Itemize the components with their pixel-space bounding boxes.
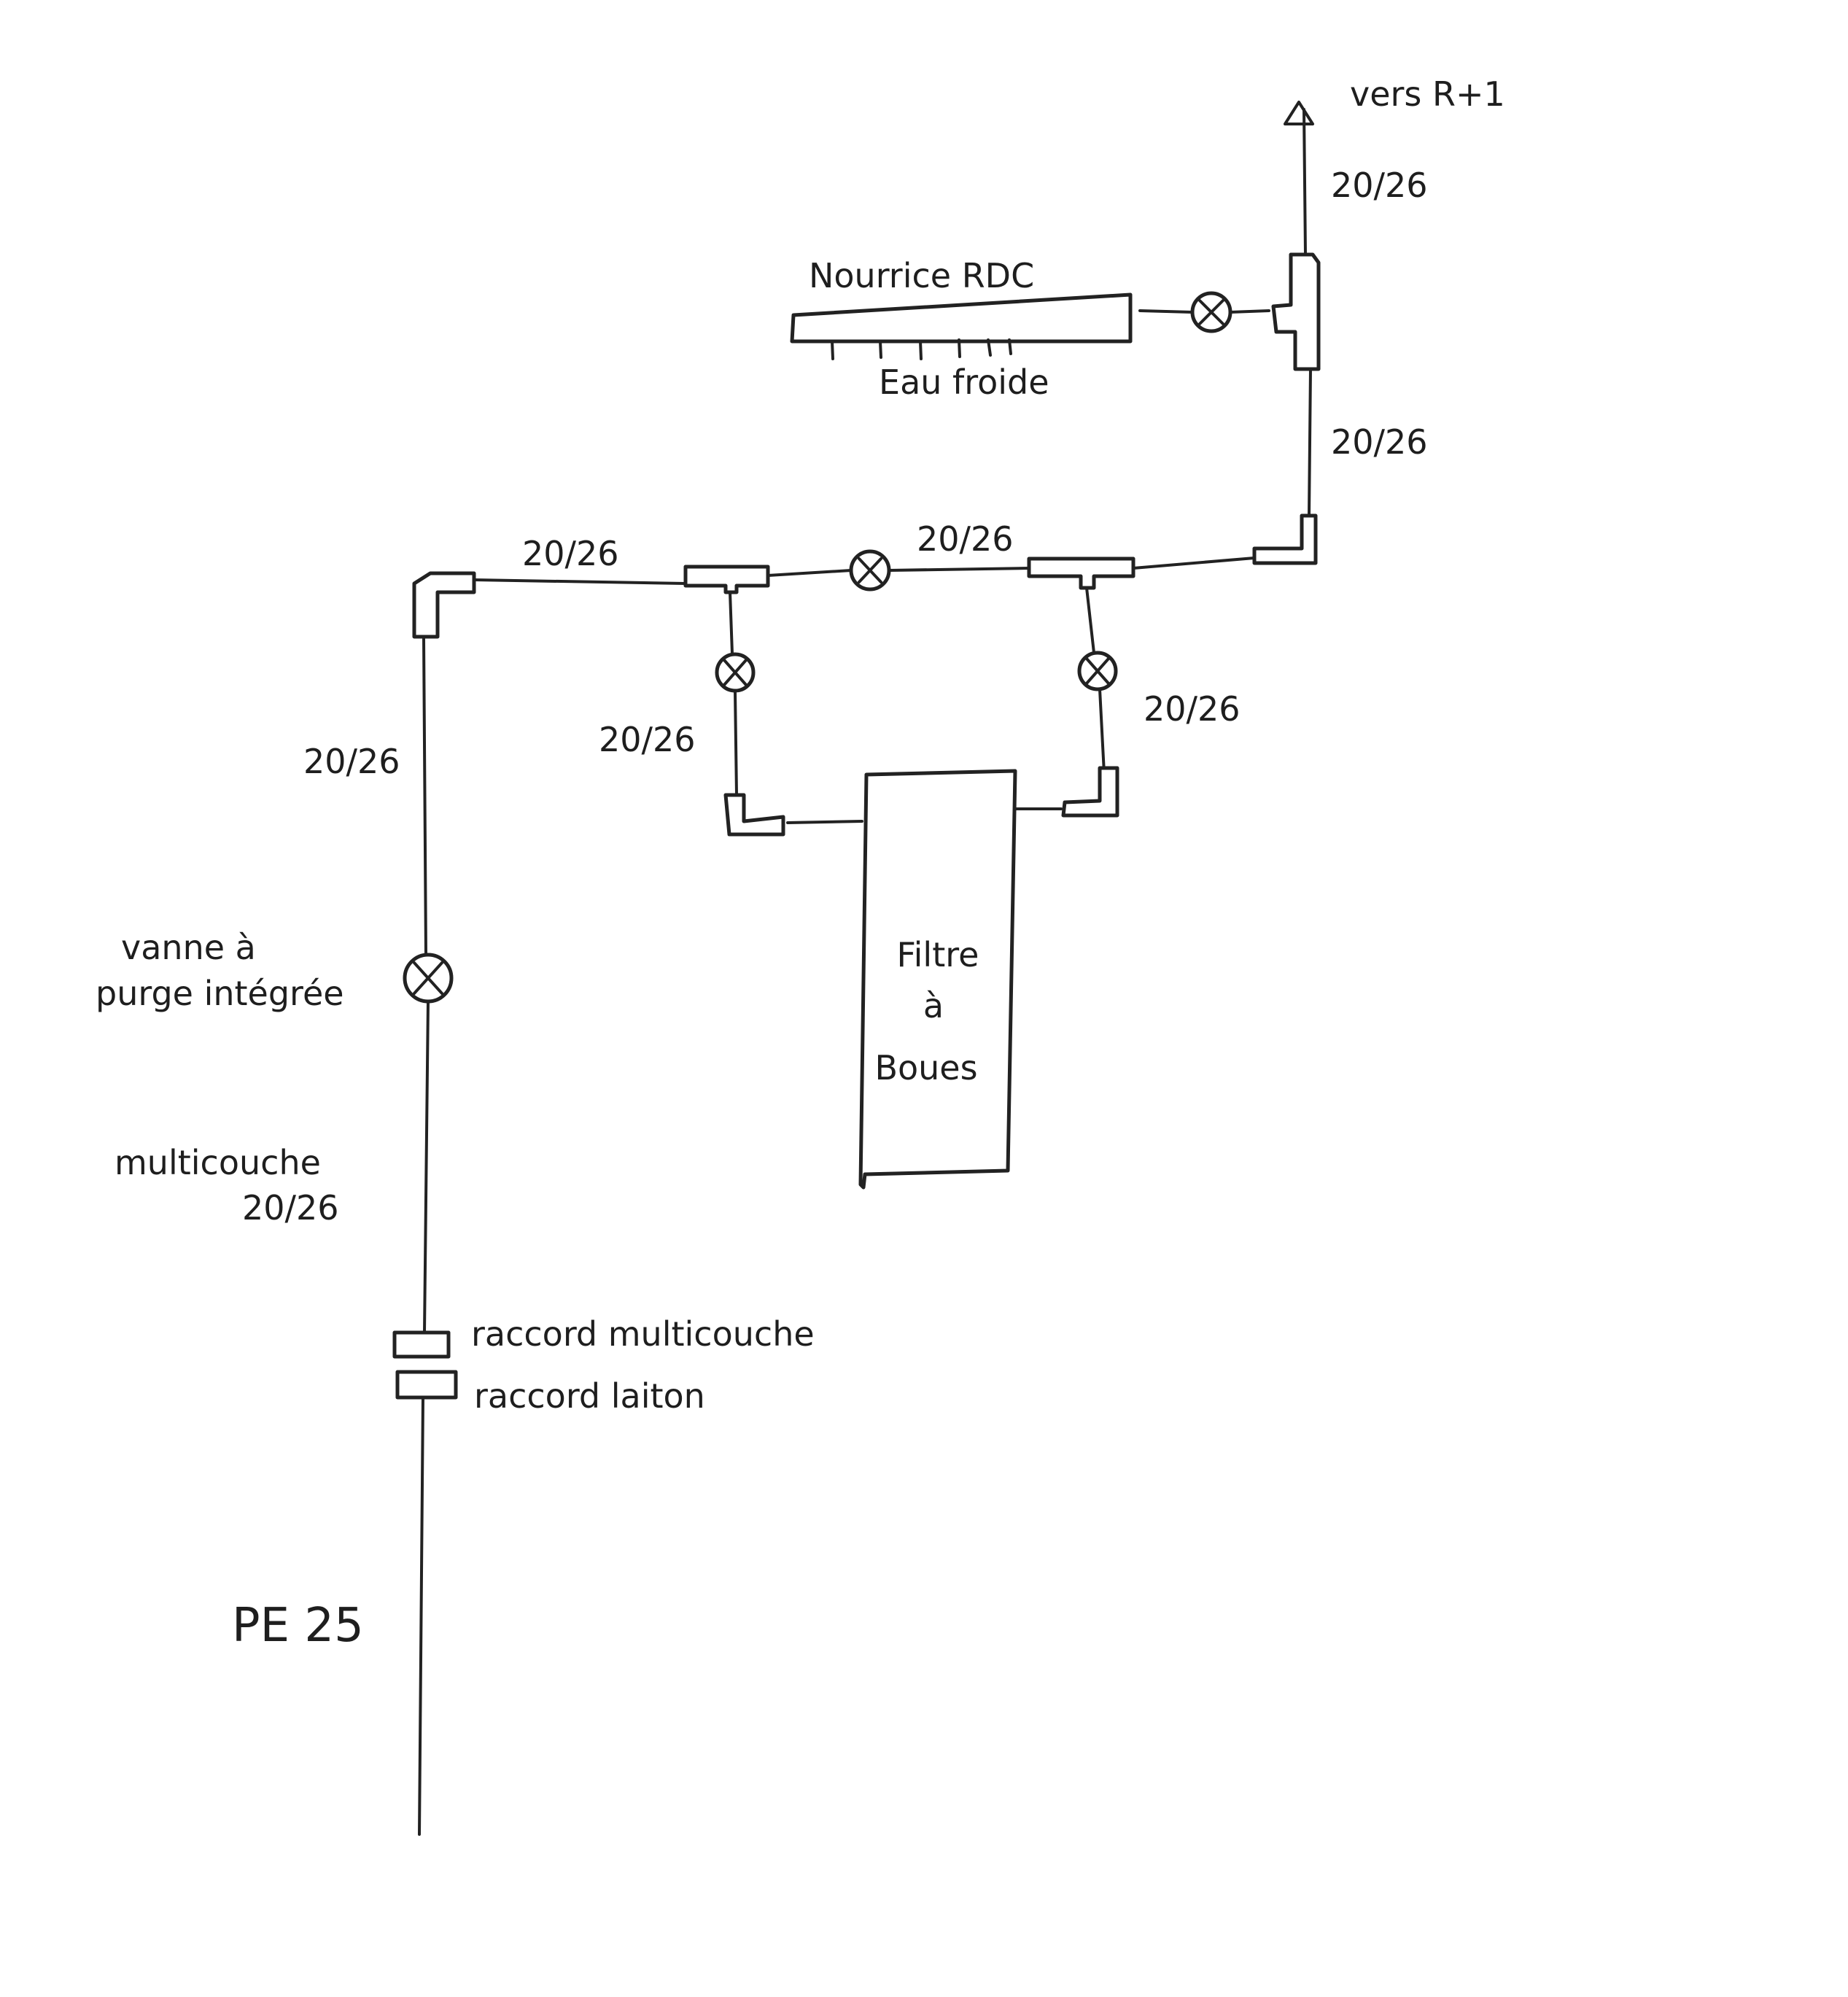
- label-pipe-size: 20/26: [1331, 166, 1428, 205]
- right-branch-pipe: [1085, 586, 1106, 775]
- label-raccord-multicouche: raccord multicouche: [471, 1314, 815, 1354]
- nourrice-manifold: [790, 292, 1133, 344]
- label-multicouche: multicouche: [114, 1143, 321, 1182]
- label-pipe-size: 20/26: [917, 519, 1014, 559]
- riser-pipe: [1302, 108, 1312, 517]
- valve-cross: [1085, 657, 1110, 685]
- label-raccord-laiton: raccord laiton: [474, 1376, 705, 1416]
- main-supply-pipe: [418, 635, 430, 1836]
- multilayer-fitting: [392, 1330, 451, 1359]
- label-eau-froide: Eau froide: [879, 362, 1049, 402]
- sludge-filter: [858, 769, 1017, 1190]
- label-multicouche-size: 20/26: [242, 1188, 339, 1228]
- top-horizontal-pipe: [473, 557, 1256, 585]
- label-pipe-size: 20/26: [1144, 689, 1241, 729]
- left-branch-pipe: [729, 591, 738, 796]
- filter-inlet-pipe: [786, 820, 863, 824]
- left-top-elbow: [412, 571, 476, 639]
- valve-cross: [723, 659, 748, 686]
- filter-right-elbow: [1061, 766, 1119, 818]
- label-pe25: PE 25: [232, 1599, 364, 1653]
- tee-left: [683, 565, 770, 594]
- label-vers-r1: vers R+1: [1350, 74, 1505, 114]
- label-purge: purge intégrée: [96, 974, 344, 1013]
- label-filter: Filtre: [897, 935, 979, 974]
- label-nourrice: Nourrice RDC: [809, 256, 1034, 295]
- valve-cross: [858, 557, 882, 583]
- right-top-elbow: [1252, 513, 1318, 565]
- label-filter: Boues: [874, 1048, 977, 1087]
- valve-cross: [413, 961, 443, 995]
- label-vanne: vanne à: [121, 928, 256, 967]
- label-pipe-size: 20/26: [1331, 422, 1428, 462]
- manifold-outlets: [831, 338, 1012, 360]
- tee-riser: [1271, 252, 1321, 371]
- label-pipe-size: 20/26: [599, 720, 696, 759]
- valve-cross: [1198, 299, 1224, 325]
- manifold-feed-pipe: [1138, 309, 1270, 314]
- brass-fitting: [395, 1370, 458, 1400]
- label-filter: à: [923, 986, 944, 1025]
- up-arrow-icon: [1284, 101, 1314, 125]
- label-pipe-size: 20/26: [522, 534, 619, 573]
- label-pipe-size: 20/26: [303, 742, 400, 781]
- tee-right: [1027, 557, 1135, 590]
- filter-left-elbow: [723, 793, 785, 837]
